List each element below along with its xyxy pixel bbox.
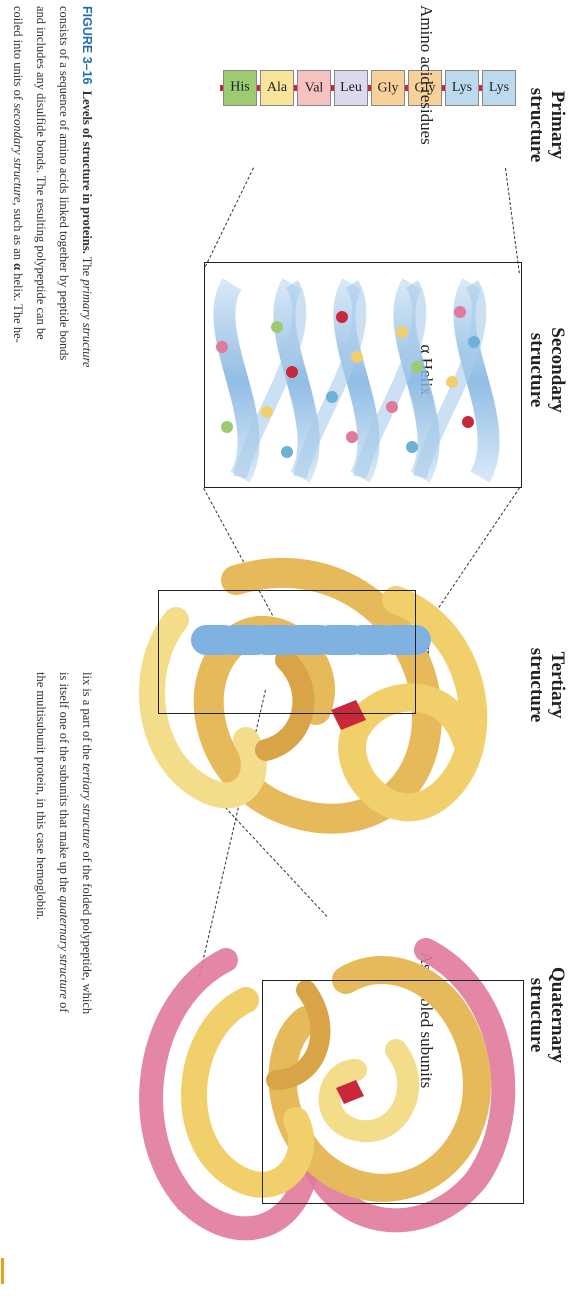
residue-lys: Lys xyxy=(445,70,479,106)
connector-line xyxy=(505,168,520,273)
caption-line: and includes any disulfide bonds. The re… xyxy=(29,6,52,566)
secondary-header-line1: Secondary xyxy=(547,270,568,470)
caption-run: lix is a part of the xyxy=(80,672,94,763)
primary-header-line1: Primary xyxy=(547,50,568,200)
caption-run: the multisubunit protein, in this case h… xyxy=(34,672,48,920)
caption-run: secondary structure, xyxy=(11,103,25,205)
residue-his: His xyxy=(223,70,257,106)
caption-line: the multisubunit protein, in this case h… xyxy=(29,672,52,1252)
caption-run: helix. The he- xyxy=(11,270,25,343)
residue-lys: Lys xyxy=(482,70,516,106)
caption-run: coiled into units of xyxy=(11,6,25,103)
primary-header-line2: structure xyxy=(526,50,547,200)
secondary-header-line2: structure xyxy=(526,270,547,470)
caption-run: tertiary structure xyxy=(80,763,94,848)
quaternary-header-line1: Quaternary xyxy=(547,925,568,1105)
caption-run: primary structure xyxy=(80,279,94,367)
caption-left-column: FIGURE 3–16 Levels of structure in prote… xyxy=(6,6,98,566)
caption-line: is itself one of the subunits that make … xyxy=(52,672,75,1252)
residue-label: Lys xyxy=(489,80,509,96)
caption-run: and includes any disulfide bonds. The re… xyxy=(34,6,48,340)
caption-run: The xyxy=(80,254,94,279)
caption-right-column: lix is a part of the tertiary structure … xyxy=(29,672,98,1252)
caption-run: consists of a sequence of amino acids li… xyxy=(57,6,71,360)
secondary-structure-header: Secondary structure xyxy=(526,270,568,470)
caption-line: coiled into units of secondary structure… xyxy=(6,6,29,566)
residue-gly: Gly xyxy=(371,70,405,106)
figure-title: Levels of structure in proteins. xyxy=(80,91,94,254)
residue-label: Leu xyxy=(340,80,362,96)
residue-label: Val xyxy=(305,80,324,96)
secondary-structure-frame xyxy=(204,262,522,488)
caption-run: quaternary structure xyxy=(57,896,71,999)
tertiary-structure-frame xyxy=(158,590,416,714)
primary-structure-header: Primary structure xyxy=(526,50,568,200)
caption-segment: The primary structure xyxy=(80,254,94,368)
figure-number: FIGURE 3–16 xyxy=(80,6,94,85)
connector-line xyxy=(205,168,254,267)
primary-label: Amino acid residues xyxy=(416,5,436,175)
caption-run: such as an xyxy=(11,206,25,264)
caption-line: lix is a part of the tertiary structure … xyxy=(75,672,98,1252)
quaternary-structure-frame xyxy=(262,980,524,1204)
residue-ala: Ala xyxy=(260,70,294,106)
caption-run: of the folded polypeptide, which xyxy=(80,848,94,1014)
caption-run: of xyxy=(57,999,71,1013)
residue-label: Gly xyxy=(378,80,399,96)
residue-label: Ala xyxy=(267,80,287,96)
caption-line: FIGURE 3–16 Levels of structure in prote… xyxy=(75,6,98,566)
residue-leu: Leu xyxy=(334,70,368,106)
residue-label: His xyxy=(230,80,249,96)
residue-label: Lys xyxy=(452,80,472,96)
caption-run: is itself one of the subunits that make … xyxy=(57,672,71,896)
residue-val: Val xyxy=(297,70,331,106)
caption-line: consists of a sequence of amino acids li… xyxy=(52,6,75,566)
page-accent-mark xyxy=(1,1258,4,1284)
tertiary-header-line1: Tertiary xyxy=(547,600,568,770)
